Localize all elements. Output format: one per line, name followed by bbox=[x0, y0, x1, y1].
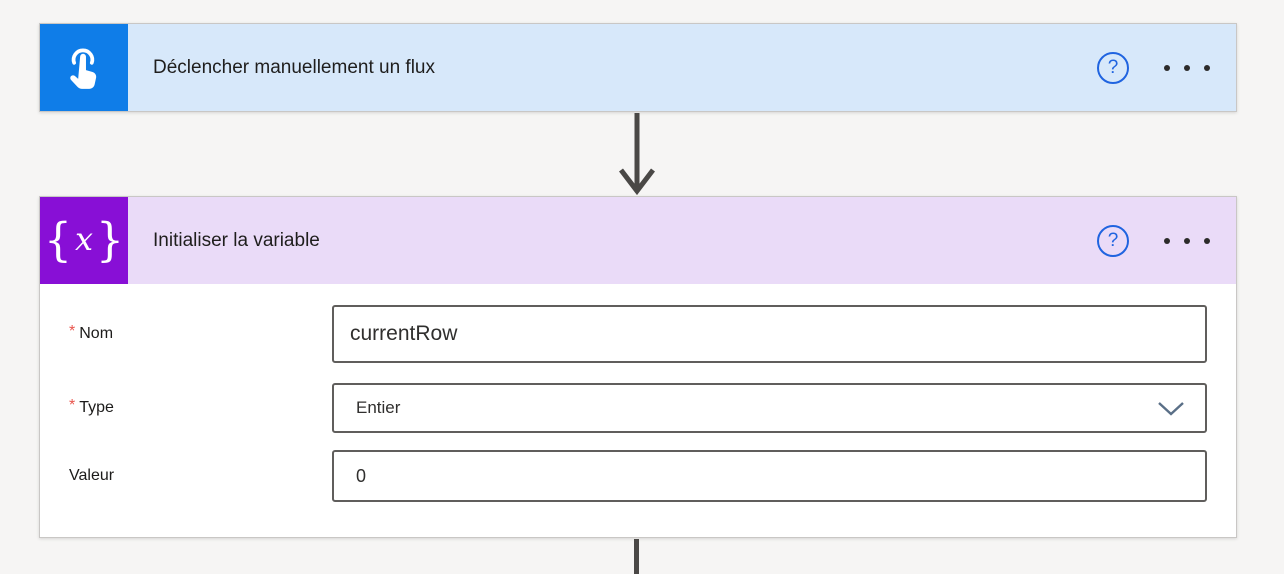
action-card-title: Initialiser la variable bbox=[153, 229, 320, 251]
initialize-variable-card: { x } Initialiser la variable ? *Nom bbox=[39, 196, 1237, 538]
type-select-value: Entier bbox=[356, 398, 401, 417]
help-glyph: ? bbox=[1107, 229, 1119, 251]
valeur-field-label: Valeur bbox=[69, 467, 115, 484]
variable-x: x bbox=[74, 219, 94, 258]
form-row-type: *Type Entier bbox=[40, 383, 1236, 433]
chevron-down-icon bbox=[1158, 401, 1184, 416]
trigger-card-title: Déclencher manuellement un flux bbox=[153, 56, 435, 78]
trigger-card-header[interactable]: Déclencher manuellement un flux ? bbox=[40, 24, 1236, 111]
form-row-valeur: Valeur bbox=[40, 450, 1236, 502]
action-card-header[interactable]: { x } Initialiser la variable ? bbox=[40, 197, 1236, 284]
nom-input[interactable] bbox=[332, 305, 1207, 363]
help-icon[interactable]: ? bbox=[1097, 224, 1129, 257]
type-select[interactable]: Entier bbox=[332, 383, 1207, 433]
more-options-icon[interactable] bbox=[1162, 59, 1212, 77]
required-asterisk: * bbox=[69, 323, 76, 340]
brace-open: { bbox=[43, 213, 72, 267]
type-field-label: *Type bbox=[69, 397, 114, 416]
required-asterisk: * bbox=[69, 397, 76, 414]
valeur-input[interactable] bbox=[332, 450, 1207, 502]
form-row-nom: *Nom bbox=[40, 305, 1236, 363]
manual-trigger-tap-icon bbox=[40, 24, 128, 111]
variable-braces-icon: { x } bbox=[40, 197, 128, 284]
action-card-body: *Nom *Type Entier Valeur bbox=[40, 284, 1236, 502]
more-options-icon[interactable] bbox=[1162, 232, 1212, 250]
help-glyph: ? bbox=[1107, 56, 1119, 78]
help-icon[interactable]: ? bbox=[1097, 51, 1129, 84]
brace-close: } bbox=[96, 213, 125, 267]
connector-arrow-icon bbox=[619, 113, 655, 196]
nom-field-label: *Nom bbox=[69, 323, 114, 342]
trigger-card-actions: ? bbox=[1097, 51, 1236, 84]
action-card-actions: ? bbox=[1097, 224, 1236, 257]
connector-line bbox=[634, 539, 639, 574]
trigger-card: Déclencher manuellement un flux ? bbox=[39, 23, 1237, 112]
